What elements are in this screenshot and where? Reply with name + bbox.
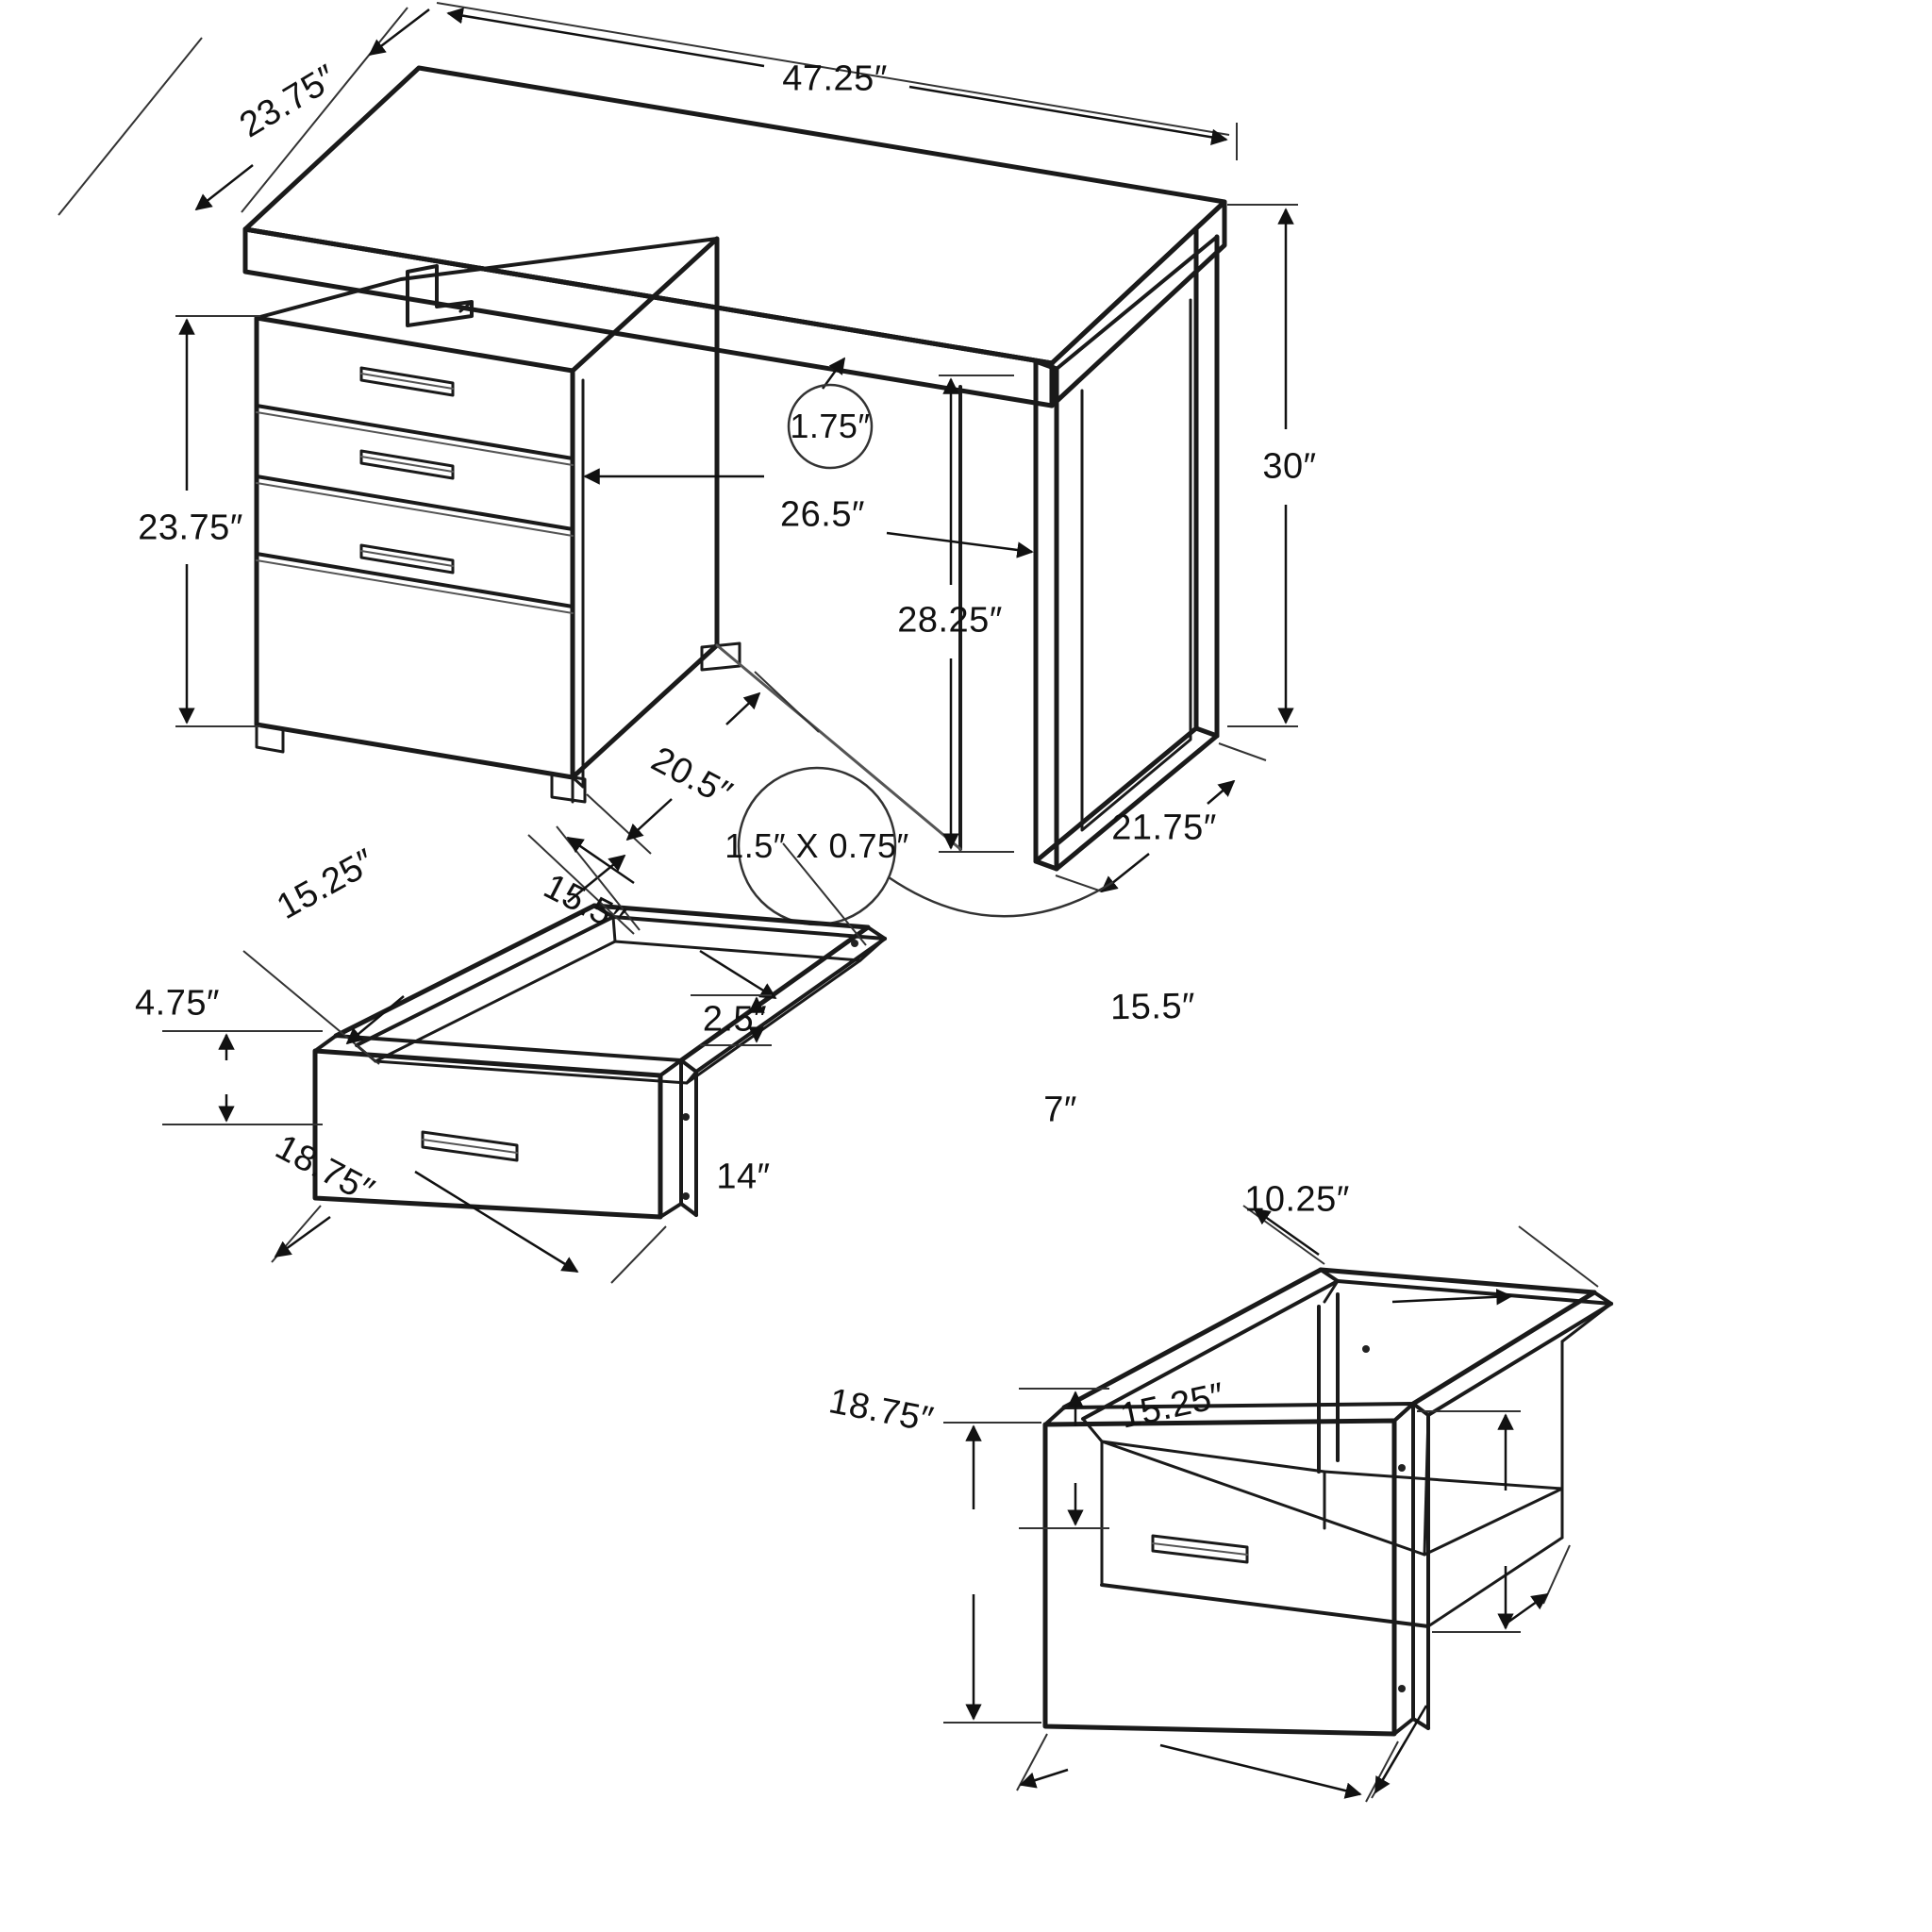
dimension-label-leg-inner-height: 28.25″: [897, 600, 1003, 641]
file-drawer-isometric: [1042, 1267, 1613, 1737]
drawer-handle-bottom: [359, 543, 455, 575]
dimension-label-frame-depth: 21.75″: [1111, 808, 1217, 848]
dimension-label-fd-inner-width: 15.5″: [1109, 986, 1196, 1028]
pedestal-cabinet: [254, 236, 741, 804]
drawer-handle-top: [359, 366, 455, 397]
dimension-label-fd-front-height: 14″: [716, 1157, 771, 1197]
file-drawer-dimension-lines: [943, 1205, 1599, 1803]
center-support-bracket: [406, 264, 474, 327]
dimension-label-width-top: 47.25″: [782, 58, 888, 99]
desk-assembly-isometric: [242, 65, 1227, 872]
right-frame-leg: [1033, 226, 1220, 872]
shallow-drawer-dimension-lines: [162, 825, 867, 1284]
dimension-label-sd-front-height: 4.75″: [135, 983, 220, 1024]
top-thickness-callout-circle: [787, 383, 874, 470]
shallow-drawer-handle: [421, 1130, 519, 1162]
back-panel: [715, 277, 962, 851]
file-drawer-handle: [1151, 1534, 1249, 1564]
dimension-label-panel-clearance: 26.5″: [780, 494, 865, 535]
dimension-label-handle-profile: 1.5″ X 0.75″: [724, 826, 909, 865]
dimension-label-fd-inner-height: 7″: [1043, 1090, 1077, 1130]
dimension-label-fd-side-height: 10.25″: [1244, 1179, 1350, 1220]
desk-dimension-lines: [58, 2, 1298, 926]
dimension-label-desk-height: 30″: [1262, 446, 1317, 487]
dimension-label-sd-box-height: 2.5″: [702, 999, 768, 1040]
shallow-drawer-isometric: [312, 903, 887, 1220]
dimension-label-pedestal-height: 23.75″: [138, 508, 243, 548]
drawer-handle-middle: [359, 449, 455, 480]
desk-top-slab: [242, 65, 1227, 408]
dimension-label-top-thickness: 1.75″: [790, 407, 871, 445]
